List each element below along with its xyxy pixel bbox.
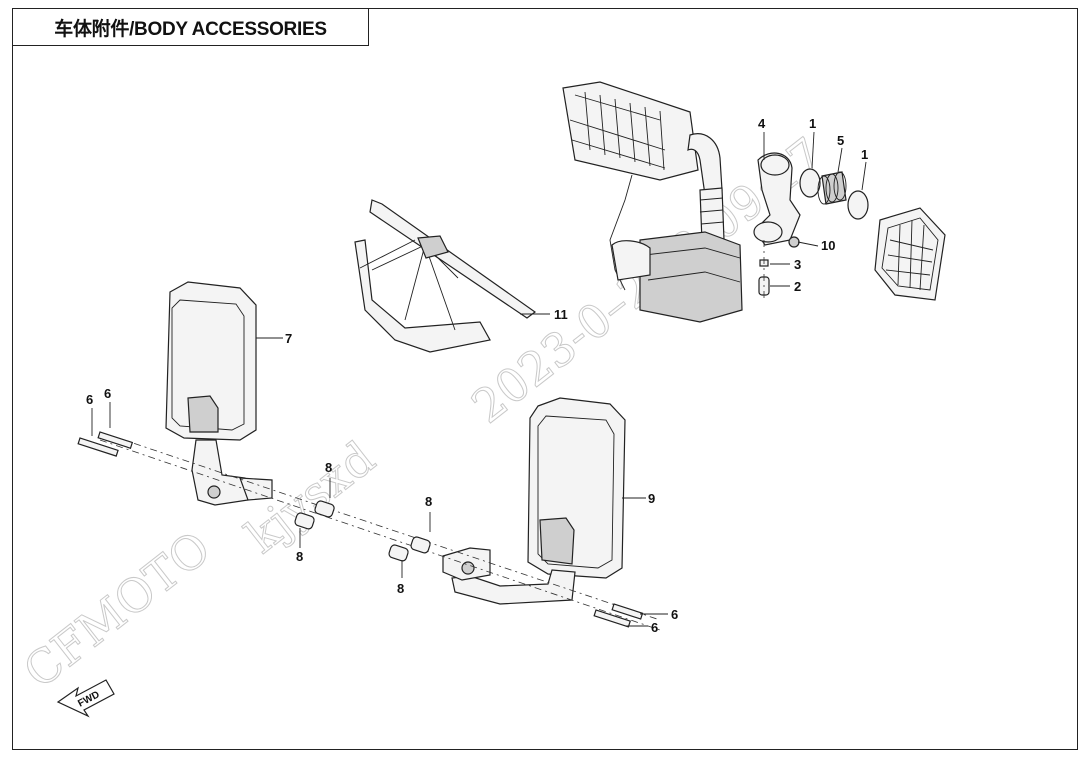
- bolt-part-6-c: [593, 609, 631, 628]
- callout-10: 10: [821, 238, 835, 253]
- callout-8-d: 8: [397, 581, 404, 596]
- callout-1-a: 1: [809, 116, 816, 131]
- bolt-part-6-a: [77, 437, 119, 457]
- spacer-part-8-b: [294, 512, 315, 530]
- fwd-arrow-icon: FWD: [56, 679, 115, 718]
- right-mirror-part-9: [442, 397, 626, 605]
- callout-6-b: 6: [104, 386, 111, 401]
- mirror-bar-part-11: [354, 199, 537, 353]
- callout-3: 3: [794, 257, 801, 272]
- clamp-part-1-b: [847, 190, 869, 220]
- page-title: 车体附件/BODY ACCESSORIES: [12, 8, 369, 46]
- callout-5: 5: [837, 133, 844, 148]
- callout-8-a: 8: [325, 460, 332, 475]
- callout-6-c: 6: [671, 607, 678, 622]
- bolt-part-6-b: [97, 431, 134, 449]
- bolt-part-6-d: [611, 603, 644, 620]
- leader-lines: [91, 131, 867, 627]
- callout-2: 2: [794, 279, 801, 294]
- small-hardware: [758, 236, 800, 300]
- callouts: 4 1 5 1 10 3 2 11 7 6 6 8 8 8 8 9 6 6: [86, 116, 868, 635]
- callout-9: 9: [648, 491, 655, 506]
- clamp-part-1-a: [799, 168, 821, 198]
- callout-6-a: 6: [86, 392, 93, 407]
- drawing-frame: [12, 8, 1078, 750]
- spacer-part-8-d: [388, 544, 409, 562]
- callout-7: 7: [285, 331, 292, 346]
- hose-clamps: [799, 168, 869, 220]
- air-box-assembly: [562, 81, 743, 323]
- callout-1-b: 1: [861, 147, 868, 162]
- fasteners: [77, 431, 661, 631]
- callout-8-b: 8: [425, 494, 432, 509]
- callout-11: 11: [554, 307, 568, 322]
- callout-8-c: 8: [296, 549, 303, 564]
- pre-filter-cover: [874, 207, 946, 301]
- callout-4: 4: [758, 116, 766, 131]
- watermark-brand: CFMOTO: [14, 520, 221, 698]
- spacer-part-8-c: [410, 536, 431, 554]
- callout-6-d: 6: [651, 620, 658, 635]
- nut-part-10: [788, 236, 800, 248]
- intake-elbow-part-4: [753, 152, 801, 246]
- spacer-part-8-a: [314, 500, 335, 518]
